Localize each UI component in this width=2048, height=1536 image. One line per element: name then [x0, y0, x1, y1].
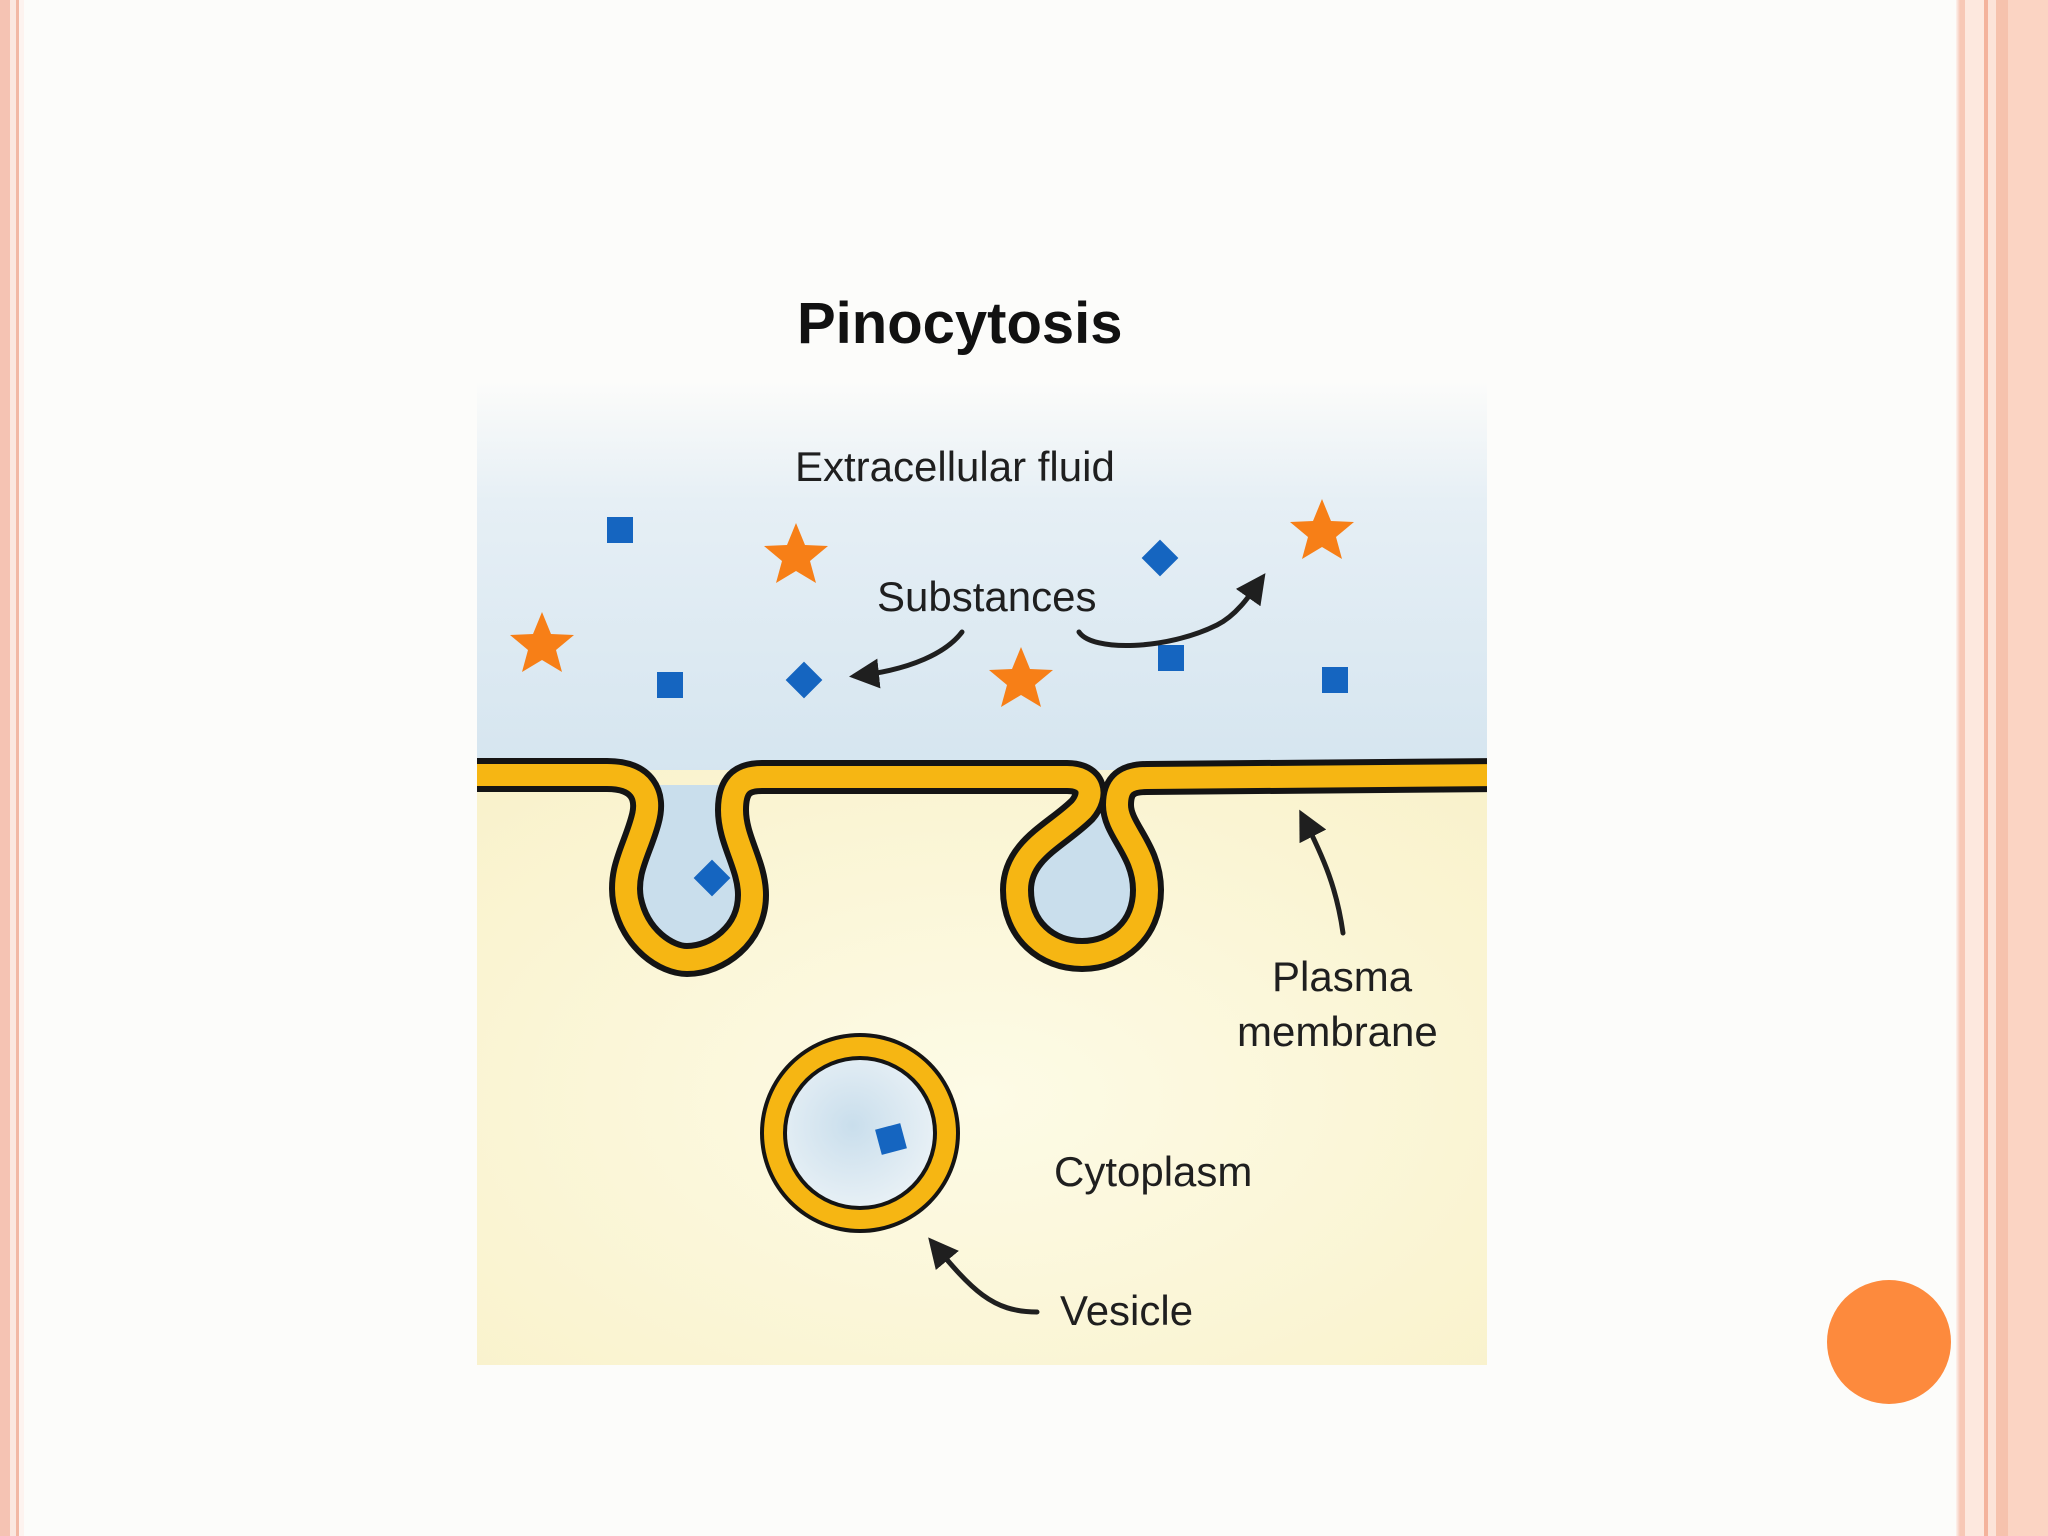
square-particle-icon [693, 859, 731, 897]
decorative-orange-circle [1827, 1280, 1951, 1404]
diagram-title: Pinocytosis [797, 291, 1123, 356]
pinocytosis-diagram: Pinocytosis Extracellular fluid Substanc… [477, 280, 1487, 1365]
square-particle-icon [607, 517, 633, 543]
square-particle-icon [1322, 667, 1348, 693]
square-particle-icon [1141, 539, 1179, 577]
vesicle-shape [760, 1033, 960, 1233]
square-particle-icon [657, 672, 683, 698]
plasma-membrane-label-line1: Plasma [1272, 953, 1413, 1000]
slide-left-border [0, 0, 24, 1536]
cytoplasm-label: Cytoplasm [1054, 1148, 1253, 1195]
substances-right-arrow [1076, 573, 1266, 649]
star-particle-icon [1290, 499, 1354, 559]
vesicle-arrow [928, 1237, 1040, 1315]
plasma-membrane-arrow [1299, 809, 1346, 936]
square-particles [607, 517, 1348, 1155]
slide-right-border [1956, 0, 2048, 1536]
star-particle-icon [764, 523, 828, 583]
plasma-membrane-label-line2: membrane [1237, 1008, 1438, 1055]
star-particles [510, 499, 1354, 707]
star-particle-icon [989, 647, 1053, 707]
extracellular-fluid-label: Extracellular fluid [795, 443, 1115, 490]
substances-label: Substances [877, 573, 1097, 620]
square-particle-icon [1158, 645, 1184, 671]
substances-left-arrow [849, 629, 965, 689]
diagram-illustration [477, 380, 1487, 1365]
square-particle-icon [875, 1123, 907, 1155]
vesicle-label: Vesicle [1060, 1287, 1194, 1334]
arrows [849, 573, 1346, 1315]
plasma-membrane [477, 758, 1487, 977]
square-particle-icon [785, 661, 823, 699]
star-particle-icon [510, 612, 574, 672]
